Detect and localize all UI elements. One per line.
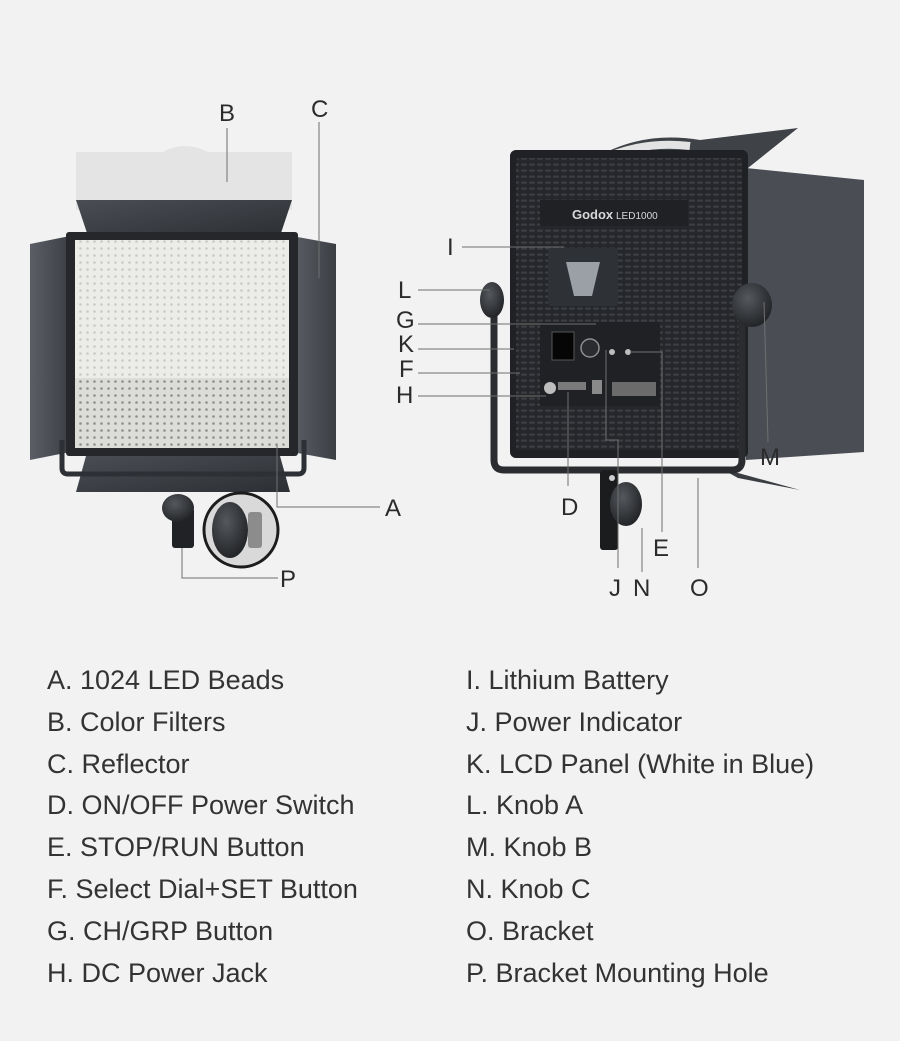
ch-grp-button xyxy=(609,349,615,355)
front-knob xyxy=(162,494,194,522)
callout-c: C xyxy=(311,96,328,123)
callout-labels: B C A P I L G K F H M D E J N O xyxy=(219,96,780,602)
callout-k: K xyxy=(398,331,414,358)
detail-knob xyxy=(212,502,248,558)
top-barndoor xyxy=(76,200,292,236)
callout-h: H xyxy=(396,382,413,409)
callout-m: M xyxy=(760,444,780,471)
knob-a xyxy=(480,282,504,318)
select-dial xyxy=(580,338,600,358)
callout-a: A xyxy=(385,495,401,522)
callout-b: B xyxy=(219,100,235,127)
legend-item-k: K. LCD Panel (White in Blue) xyxy=(466,748,815,779)
dc-power-jack xyxy=(544,382,556,394)
rear-mount xyxy=(600,470,618,550)
product-diagram: Godox LED1000 xyxy=(30,96,864,602)
rear-bottom-barndoor xyxy=(720,468,800,490)
callout-f: F xyxy=(399,356,414,383)
cert-marks xyxy=(558,382,586,390)
rear-right-barndoor xyxy=(746,168,864,460)
callout-e: E xyxy=(653,535,669,562)
legend-item-g: G. CH/GRP Button xyxy=(47,915,274,946)
brand-logo: Godox xyxy=(572,207,614,222)
legend-item-l: L. Knob A xyxy=(466,790,584,821)
label-sticker xyxy=(612,382,656,396)
right-barndoor xyxy=(292,236,336,460)
callout-j: J xyxy=(609,575,621,602)
parts-legend: A. 1024 LED Beads B. Color Filters C. Re… xyxy=(0,660,900,1020)
legend-item-d: D. ON/OFF Power Switch xyxy=(47,790,355,821)
front-yoke xyxy=(59,440,307,477)
color-filter xyxy=(76,146,292,210)
legend-item-e: E. STOP/RUN Button xyxy=(47,832,305,863)
legend-item-f: F. Select Dial+SET Button xyxy=(47,873,358,904)
callout-n: N xyxy=(633,575,650,602)
model-label: LED1000 xyxy=(616,211,658,222)
legend-item-a: A. 1024 LED Beads xyxy=(47,665,285,695)
legend-column-left: A. 1024 LED Beads B. Color Filters C. Re… xyxy=(47,660,358,994)
detail-bolt xyxy=(248,512,262,548)
led-face xyxy=(75,240,289,380)
power-switch xyxy=(592,380,602,394)
battery-slot xyxy=(566,262,600,296)
leader-lines xyxy=(181,122,769,579)
callout-p: P xyxy=(280,566,296,593)
legend-item-i: I. Lithium Battery xyxy=(466,665,669,695)
left-barndoor xyxy=(30,236,70,460)
callout-o: O xyxy=(690,575,709,602)
lcd-panel xyxy=(551,331,575,361)
knob-b xyxy=(732,283,772,327)
power-indicator xyxy=(609,475,615,481)
knob-c xyxy=(610,482,642,526)
back-view: Godox LED1000 xyxy=(480,128,864,550)
callout-l: L xyxy=(398,277,411,304)
legend-item-h: H. DC Power Jack xyxy=(47,957,268,988)
front-view xyxy=(30,146,336,569)
callout-i: I xyxy=(447,234,454,261)
legend-item-n: N. Knob C xyxy=(466,873,591,904)
legend-item-o: O. Bracket xyxy=(466,915,594,946)
legend-item-b: B. Color Filters xyxy=(47,706,226,737)
legend-item-p: P. Bracket Mounting Hole xyxy=(466,957,769,988)
callout-d: D xyxy=(561,494,578,521)
logo-plate xyxy=(540,200,688,226)
legend-item-c: C. Reflector xyxy=(47,748,190,779)
led-face-lower xyxy=(75,378,289,448)
callout-g: G xyxy=(396,307,415,334)
legend-column-right: I. Lithium Battery J. Power Indicator K.… xyxy=(466,660,814,994)
legend-item-m: M. Knob B xyxy=(466,832,593,863)
stop-run-button xyxy=(625,349,631,355)
legend-item-j: J. Power Indicator xyxy=(466,706,683,737)
